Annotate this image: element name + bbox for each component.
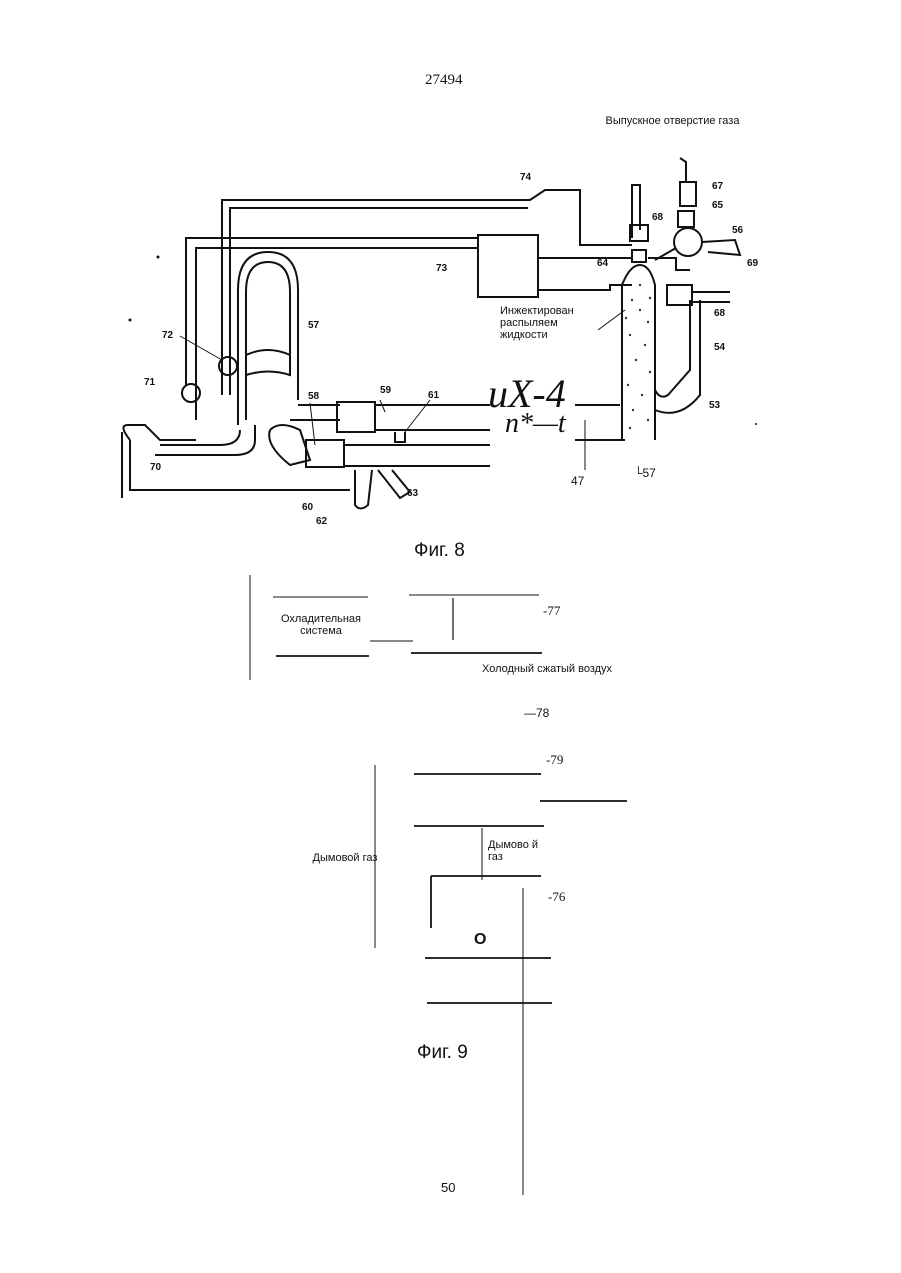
ref-78: —78 — [524, 706, 549, 720]
page-number: 50 — [441, 1180, 455, 1195]
ref-77: -77 — [543, 603, 560, 619]
label-flue-gas-right: Дымово й газ — [488, 839, 548, 863]
label-flue-gas-left: Дымовой газ — [312, 852, 378, 864]
letter-o: О — [474, 931, 486, 949]
fig9-caption: Фиг. 9 — [417, 1042, 468, 1064]
label-cold-air: Холодный сжатый воздух — [482, 663, 612, 675]
label-cooling-system: Охладительная система — [265, 613, 377, 637]
ref-79: -79 — [546, 752, 563, 768]
ref-76: -76 — [548, 889, 565, 905]
